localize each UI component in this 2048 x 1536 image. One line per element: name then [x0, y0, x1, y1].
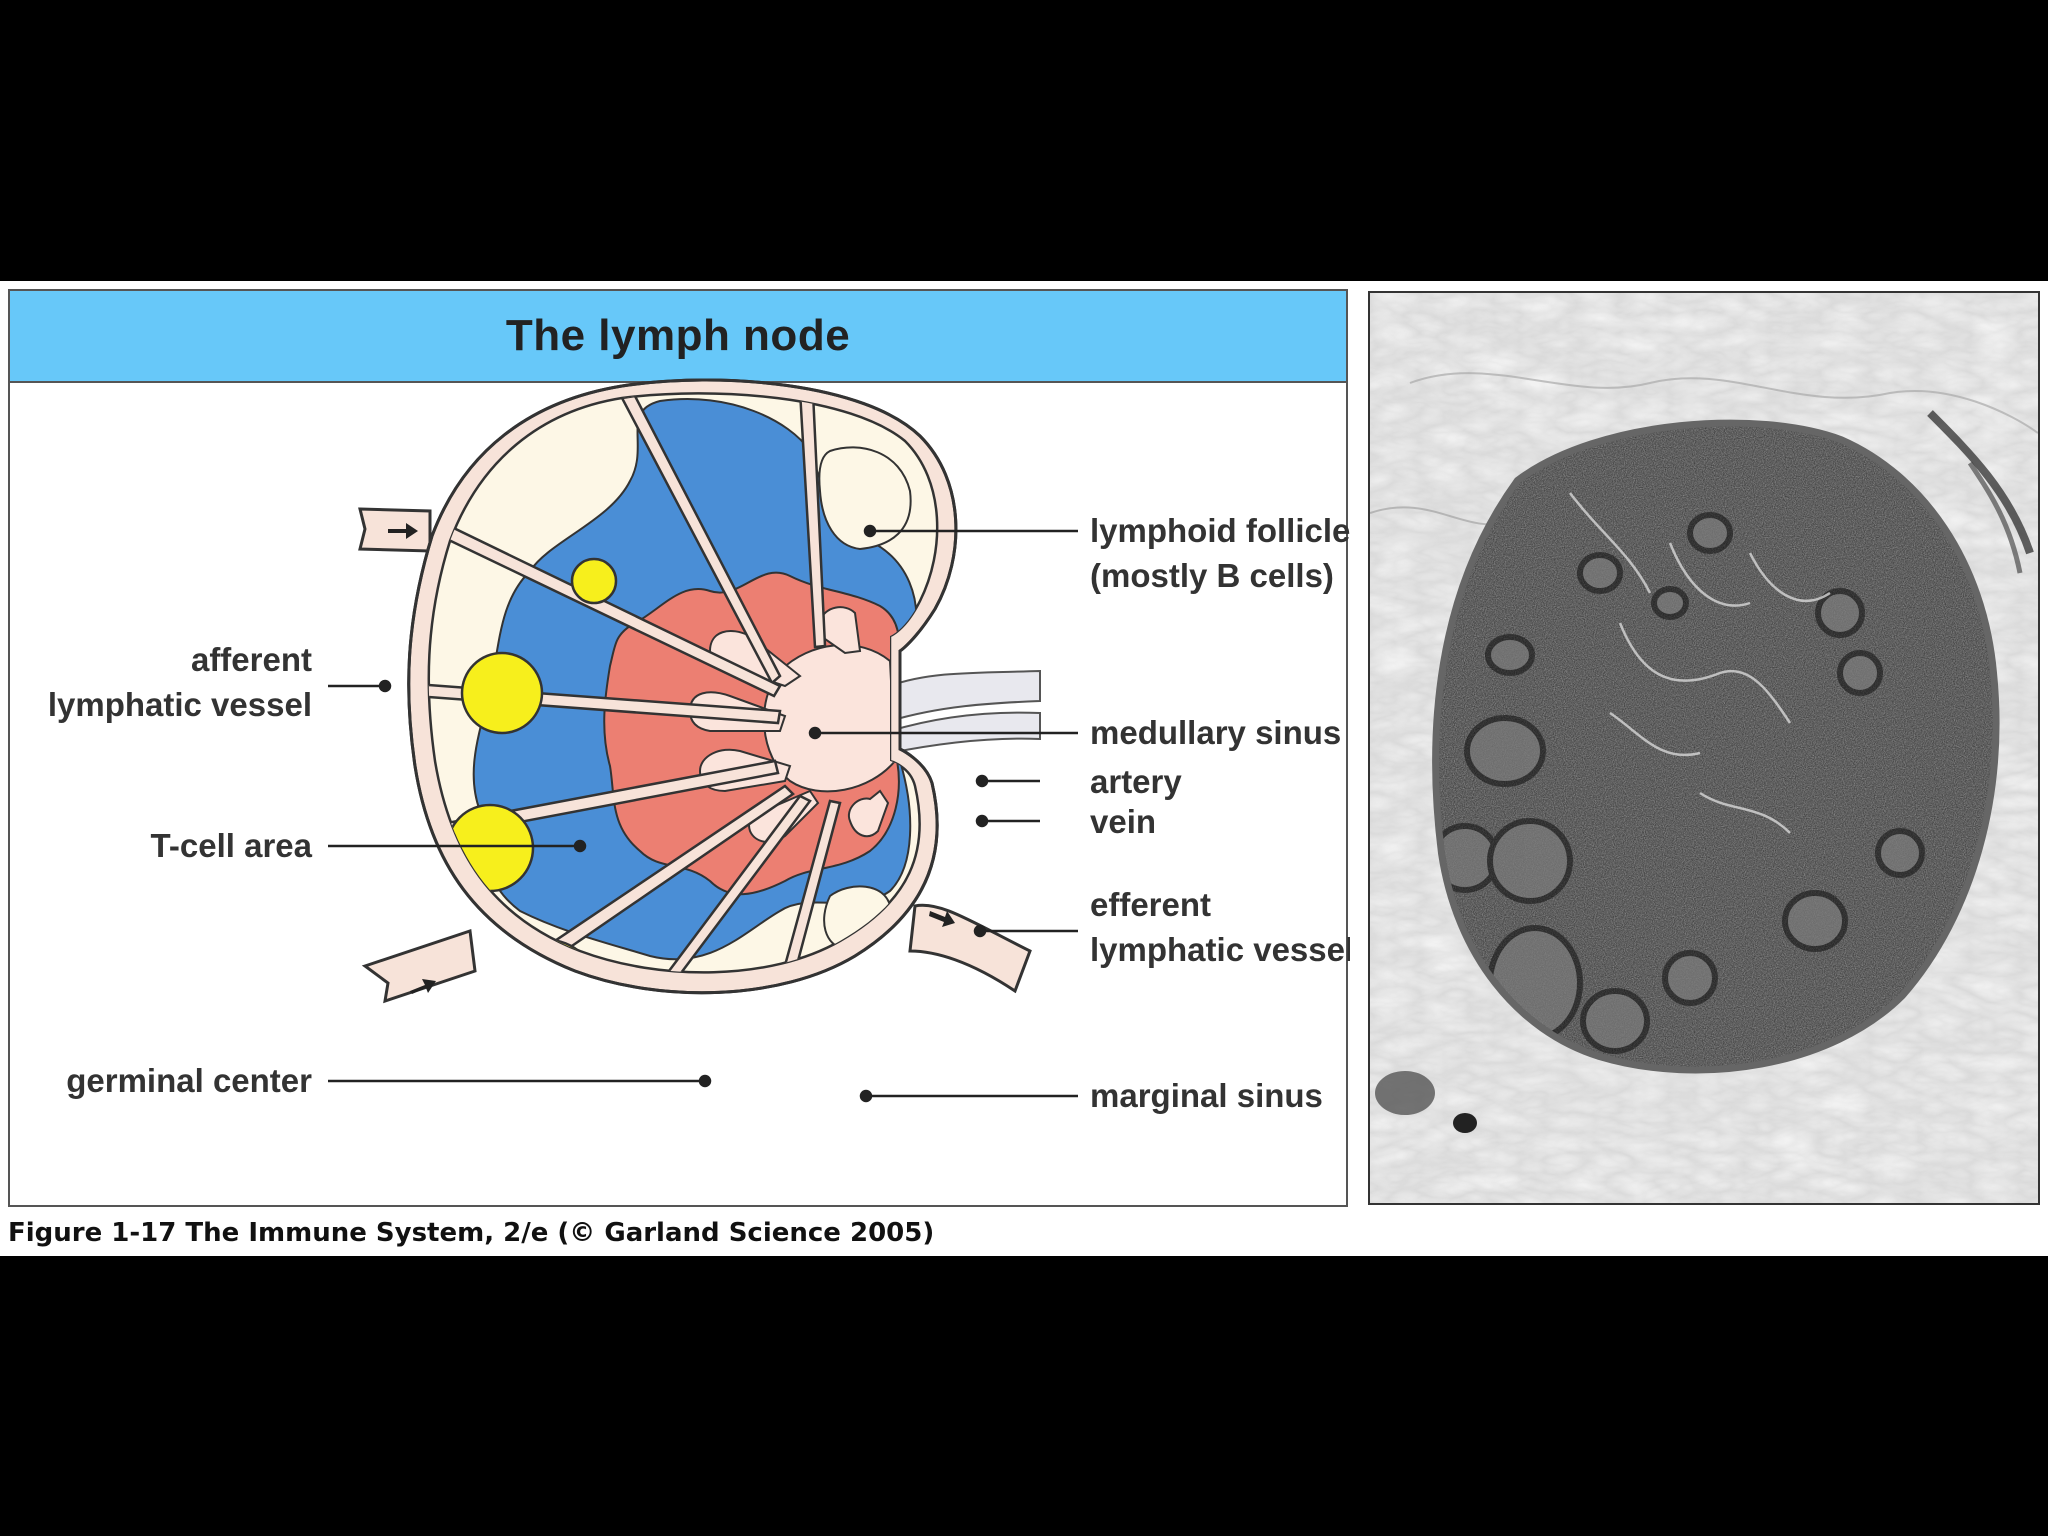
- label-artery: artery: [1090, 763, 1182, 800]
- label-efferent-lymphatic-vessel: lymphatic vessel: [1090, 931, 1350, 968]
- label-medullary-sinus: medullary sinus: [1090, 714, 1341, 751]
- label-vein: vein: [1090, 803, 1156, 840]
- label-mostly-b-cells: (mostly B cells): [1090, 557, 1334, 594]
- label-efferent: efferent: [1090, 886, 1211, 923]
- label-afferent-lymphatic-vessel: lymphatic vessel: [48, 686, 312, 723]
- efferent-vessel: [910, 905, 1030, 991]
- lymph-node-micrograph: [1368, 291, 2040, 1205]
- label-t-cell-area: T-cell area: [151, 827, 313, 864]
- label-germinal-center: germinal center: [66, 1062, 312, 1099]
- lymph-node-diagram: lymphoid follicle (mostly B cells) affer…: [10, 291, 1350, 1209]
- micrograph-image: [1370, 293, 2038, 1203]
- label-afferent: afferent: [191, 641, 312, 678]
- label-marginal-sinus: marginal sinus: [1090, 1077, 1323, 1114]
- lymph-node-diagram-panel: The lymph node: [8, 289, 1348, 1207]
- label-lymphoid-follicle: lymphoid follicle: [1090, 512, 1350, 549]
- figure-caption: Figure 1-17 The Immune System, 2/e (© Ga…: [8, 1218, 934, 1248]
